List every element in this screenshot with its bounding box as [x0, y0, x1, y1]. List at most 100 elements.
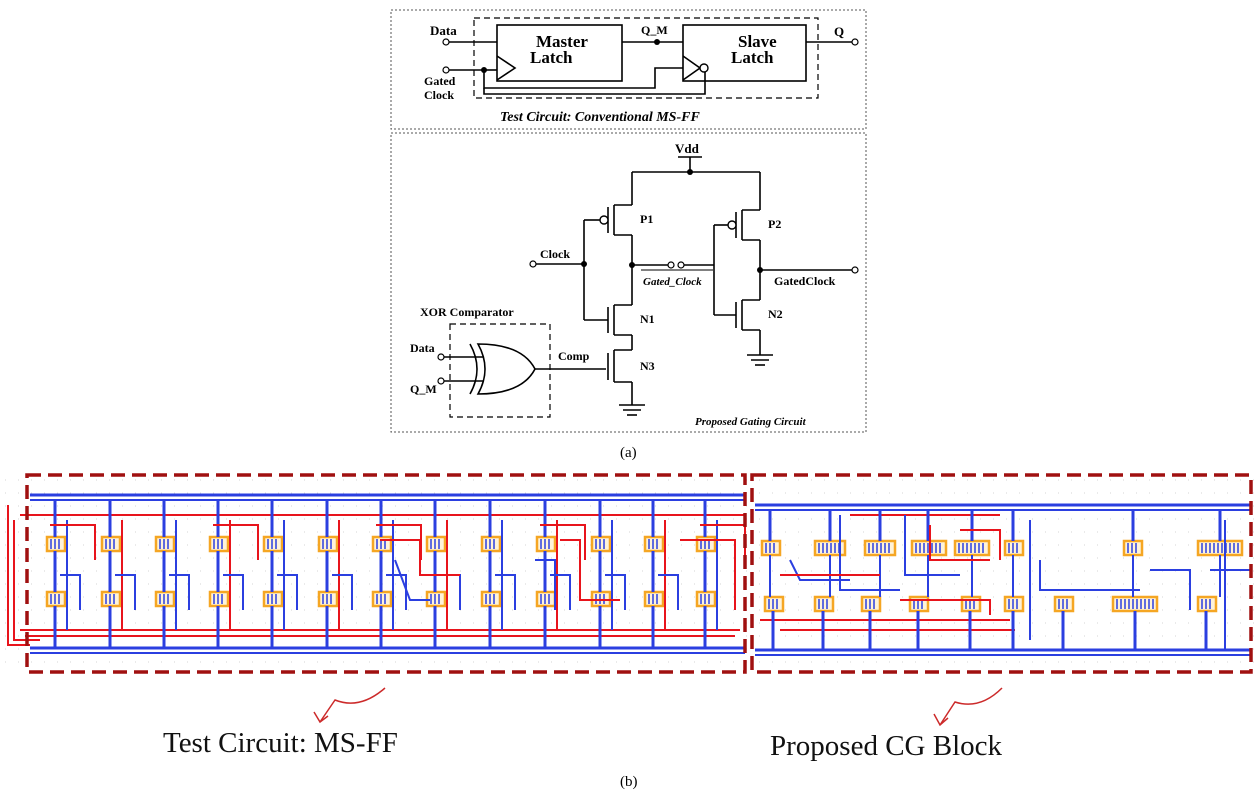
- slave-label-2: Latch: [731, 48, 774, 67]
- gated-clock-out-label: GatedClock: [774, 274, 836, 288]
- transistor-cell: [208, 535, 230, 553]
- transistor-cell: [45, 535, 67, 553]
- transistor-cell: [695, 590, 717, 608]
- p1-label: P1: [640, 212, 653, 226]
- gating-circuit-schematic: Vdd P1 Clock Gated_Clock N1: [390, 132, 867, 433]
- left-curved-arrow: [319, 687, 386, 723]
- metal1-wire: [277, 574, 298, 610]
- ms-ff-schematic: Data Gated Clock Master Latch Slave Latc…: [390, 9, 867, 130]
- metal1-wire: [495, 574, 516, 610]
- cg-block-dashed-region: [750, 473, 1253, 674]
- gating-box: [390, 132, 867, 433]
- p2-label: P2: [768, 217, 781, 231]
- qm-label: Q_M: [641, 23, 668, 37]
- metal1-wire: [394, 559, 430, 601]
- metal1-wire: [839, 515, 900, 591]
- transistor-cell: [45, 590, 67, 608]
- slave-clock-bubble: [699, 63, 709, 73]
- gating-clock-label: Clock: [540, 247, 570, 261]
- xor-dashed-box: [449, 323, 551, 418]
- slave-label-1: Slave: [738, 32, 777, 51]
- xor-gate-symbol: [476, 343, 536, 395]
- transistor-cell: [262, 590, 284, 608]
- transistor-cell: [1111, 595, 1159, 613]
- transistor-cell: [480, 535, 502, 553]
- metal1-wire: [605, 574, 626, 610]
- metal1-wire: [332, 574, 353, 610]
- metal1-wire: [60, 574, 81, 610]
- transistor-cell: [535, 590, 557, 608]
- transistor-cell: [480, 590, 502, 608]
- transistor-cell: [1196, 539, 1244, 557]
- metal2-wire: [13, 520, 40, 641]
- metal1-wire: [386, 574, 407, 610]
- metal1-wire: [658, 574, 679, 610]
- transistor-cell: [813, 595, 835, 613]
- ms-ff-title: Test Circuit: Conventional MS-FF: [500, 110, 700, 125]
- ms-ff-layout: [7, 493, 746, 654]
- metal2-wire: [560, 539, 620, 601]
- transistor-cell: [100, 535, 122, 553]
- transistor-cell: [760, 539, 782, 557]
- n1-label: N1: [640, 312, 655, 326]
- transistor-cell: [154, 590, 176, 608]
- gating-title: Proposed Gating Circuit: [695, 416, 807, 428]
- transistor-cell: [643, 535, 665, 553]
- transistor-cell: [1122, 539, 1144, 557]
- metal1-wire: [115, 574, 136, 610]
- n2-label: N2: [768, 307, 783, 321]
- transistor-cell: [317, 535, 339, 553]
- cg-block-layout: [755, 503, 1250, 656]
- layout-grid: [5, 479, 1255, 663]
- ms-ff-inner-dashed: [473, 17, 819, 99]
- transistor-cell: [154, 535, 176, 553]
- metal1-wire: [904, 515, 960, 576]
- metal2-wire: [213, 524, 259, 560]
- transistor-cell: [262, 535, 284, 553]
- gated-clock-bar-label: Gated_Clock: [643, 276, 702, 288]
- metal1-wire: [1039, 560, 1140, 591]
- ff-gated-label: Gated: [424, 74, 456, 88]
- master-label-1: Master: [536, 32, 588, 51]
- transistor-cell: [860, 595, 882, 613]
- metal1-wire: [1150, 569, 1191, 610]
- transistor-cell: [590, 535, 612, 553]
- metal2-wire: [380, 539, 460, 576]
- metal1-wire: [550, 574, 571, 610]
- metal2-wire: [680, 539, 736, 610]
- transistor-cell: [1003, 539, 1025, 557]
- transistor-cell: [643, 590, 665, 608]
- comp-label: Comp: [558, 349, 590, 363]
- qm-node: [654, 39, 660, 45]
- metal2-wire: [50, 524, 96, 560]
- metal1-wire: [535, 559, 556, 610]
- ms-ff-dashed-region: [25, 473, 747, 674]
- caption-a: (a): [620, 445, 637, 461]
- metal1-wire: [169, 574, 190, 610]
- transistor-cell: [317, 590, 339, 608]
- transistor-cell: [1053, 595, 1075, 613]
- ms-ff-box: [390, 9, 867, 130]
- master-latch-block: [496, 24, 623, 82]
- ff-clock-label: Clock: [424, 88, 454, 102]
- metal1-wire: [789, 559, 850, 581]
- transistor-cell: [953, 539, 991, 557]
- xor-title: XOR Comparator: [420, 305, 514, 319]
- metal1-wire: [223, 574, 244, 610]
- metal2-wire: [7, 505, 30, 646]
- transistor-cell: [208, 590, 230, 608]
- q-label: Q: [834, 24, 844, 39]
- transistor-cell: [371, 590, 393, 608]
- gated-clock-terminal: [442, 66, 450, 74]
- metal2-wire: [900, 599, 991, 615]
- transistor-cell: [100, 590, 122, 608]
- transistor-cell: [535, 535, 557, 553]
- master-clock-triangle: [496, 55, 517, 81]
- metal2-wire: [540, 524, 586, 560]
- q-terminal: [851, 38, 859, 46]
- transistor-cell: [425, 535, 447, 553]
- metal2-wire: [960, 529, 1001, 560]
- ms-ff-layout-label: Test Circuit: MS-FF: [163, 727, 398, 759]
- transistor-cell: [763, 595, 785, 613]
